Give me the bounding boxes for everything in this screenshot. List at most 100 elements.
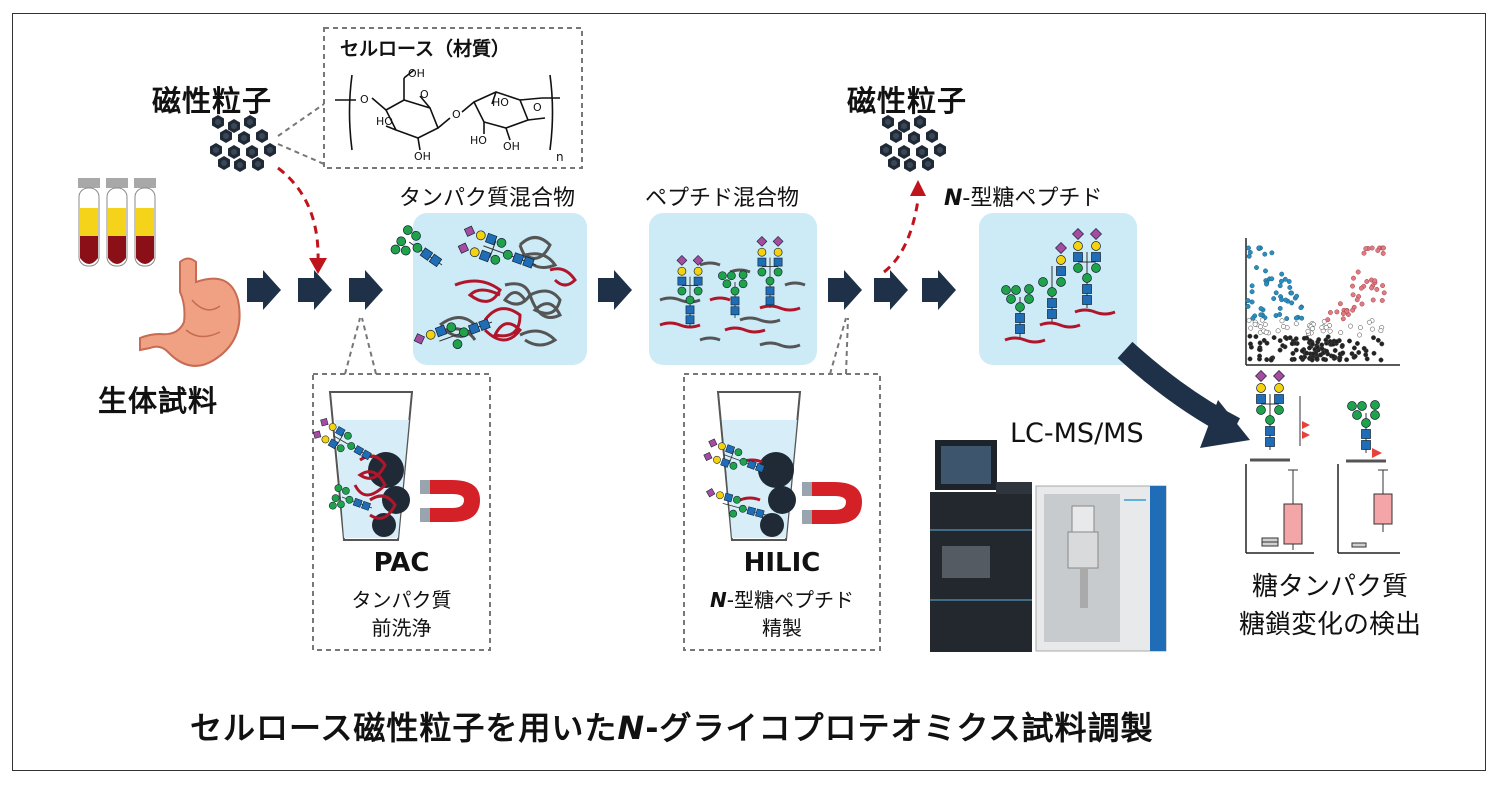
volcano-point — [1334, 339, 1340, 345]
volcano-point — [1316, 337, 1322, 343]
volcano-point — [1293, 315, 1299, 321]
volcano-point — [1379, 298, 1385, 303]
blood-tubes-icon — [78, 178, 156, 267]
volcano-point — [1327, 310, 1333, 315]
volcano-point — [1369, 326, 1375, 332]
structure-label-ho: HO — [376, 115, 393, 128]
protein-mixture-label: タンパク質混合物 — [399, 186, 576, 211]
volcano-point — [1355, 269, 1361, 275]
box-plot-1 — [1245, 464, 1314, 554]
volcano-point — [1289, 341, 1295, 347]
volcano-point — [1287, 285, 1293, 290]
volcano-point — [1379, 341, 1385, 347]
volcano-point — [1371, 335, 1376, 341]
volcano-point — [1280, 343, 1286, 349]
volcano-point — [1293, 321, 1299, 327]
volcano-point — [1271, 296, 1277, 302]
volcano-point — [1363, 246, 1369, 252]
structure-label-o-3: O — [452, 108, 461, 121]
magnet-icon — [420, 480, 480, 522]
volcano-point — [1370, 297, 1376, 303]
box-plot-2 — [1337, 464, 1400, 554]
volcano-point — [1258, 324, 1263, 330]
volcano-point — [1340, 311, 1346, 317]
volcano-point — [1358, 285, 1364, 291]
stomach-icon — [139, 257, 241, 367]
volcano-point — [1378, 357, 1384, 363]
volcano-point — [1246, 245, 1251, 251]
volcano-point — [1279, 271, 1285, 277]
volcano-point — [1284, 316, 1290, 322]
volcano-point — [1314, 356, 1320, 362]
volcano-point — [1378, 328, 1384, 334]
volcano-point — [1337, 357, 1343, 363]
volcano-point — [1269, 276, 1275, 282]
volcano-point — [1289, 290, 1295, 296]
volcano-point — [1344, 357, 1350, 363]
volcano-point — [1247, 333, 1253, 339]
volcano-point — [1277, 338, 1283, 344]
cellulose-title: セルロース（材質） — [340, 38, 511, 60]
result-glycan-1 — [1250, 371, 1310, 462]
volcano-point — [1371, 350, 1377, 356]
result-line2: 糖鎖変化の検出 — [1238, 610, 1421, 640]
volcano-point — [1315, 344, 1320, 350]
volcano-point — [1350, 283, 1355, 289]
volcano-point — [1245, 303, 1251, 309]
volcano-point — [1352, 353, 1358, 359]
volcano-point — [1281, 323, 1286, 329]
volcano-point — [1273, 290, 1279, 296]
structure-label-oh: OH — [408, 67, 425, 80]
volcano-point — [1324, 348, 1330, 354]
hilic-line1-prefix: N — [710, 588, 727, 612]
volcano-point — [1348, 323, 1353, 329]
volcano-point — [1381, 245, 1386, 251]
volcano-point — [1287, 335, 1293, 341]
volcano-point — [1359, 301, 1365, 307]
volcano-point — [1347, 338, 1352, 344]
volcano-point — [1339, 342, 1345, 348]
volcano-point — [1375, 248, 1381, 253]
volcano-point — [1289, 300, 1295, 306]
volcano-point — [1277, 305, 1283, 311]
volcano-point — [1293, 336, 1299, 342]
volcano-point — [1350, 307, 1356, 313]
bottom-title-part1: セルロース磁性粒子を用いた — [190, 709, 618, 747]
volcano-point — [1357, 325, 1363, 331]
volcano-point — [1263, 268, 1268, 274]
n-glycopeptide-label: N-型糖ペプチド — [944, 180, 1102, 212]
volcano-point — [1338, 330, 1344, 335]
volcano-point — [1309, 357, 1315, 363]
volcano-point — [1356, 350, 1362, 355]
volcano-point — [1351, 275, 1356, 281]
magnetic-particles-icon — [210, 115, 276, 172]
volcano-point — [1263, 329, 1269, 335]
volcano-point — [1290, 350, 1296, 356]
volcano-point — [1246, 317, 1252, 323]
result-glycan-2 — [1346, 401, 1386, 463]
volcano-point — [1304, 350, 1310, 356]
volcano-point — [1361, 250, 1367, 256]
volcano-point — [1361, 345, 1367, 351]
volcano-point — [1294, 293, 1300, 299]
volcano-point — [1364, 356, 1370, 362]
volcano-point — [1331, 354, 1336, 359]
magnetic-particles-label: 磁性粒子 — [152, 84, 273, 118]
volcano-point — [1249, 283, 1255, 289]
magnetic-particles-label-2: 磁性粒子 — [847, 84, 968, 118]
volcano-point — [1264, 340, 1270, 346]
volcano-point — [1256, 245, 1262, 251]
volcano-point — [1298, 355, 1304, 360]
volcano-point — [1340, 350, 1346, 356]
volcano-point — [1277, 312, 1283, 317]
bottom-title-italic: N — [617, 709, 646, 747]
volcano-point — [1332, 348, 1338, 353]
volcano-point — [1305, 328, 1311, 334]
volcano-point — [1262, 322, 1268, 327]
volcano-plot-icon — [1245, 238, 1400, 366]
volcano-point — [1380, 283, 1386, 289]
volcano-point — [1351, 345, 1357, 351]
volcano-point — [1380, 250, 1386, 256]
volcano-point — [1318, 352, 1324, 358]
